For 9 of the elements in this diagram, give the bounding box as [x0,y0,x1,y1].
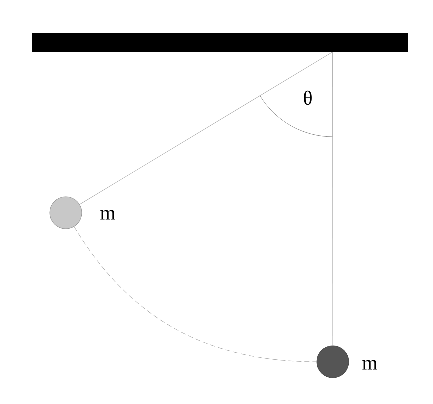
string-line [332,52,334,346]
mass-label: m [100,210,116,220]
pendulum-bob [316,346,350,378]
ceiling-bar [32,33,408,52]
pendulum-bob [50,196,82,230]
angle-label: θ [304,90,312,106]
string-line [80,52,334,205]
mass-label: m [362,360,378,370]
swing-path [74,226,317,362]
